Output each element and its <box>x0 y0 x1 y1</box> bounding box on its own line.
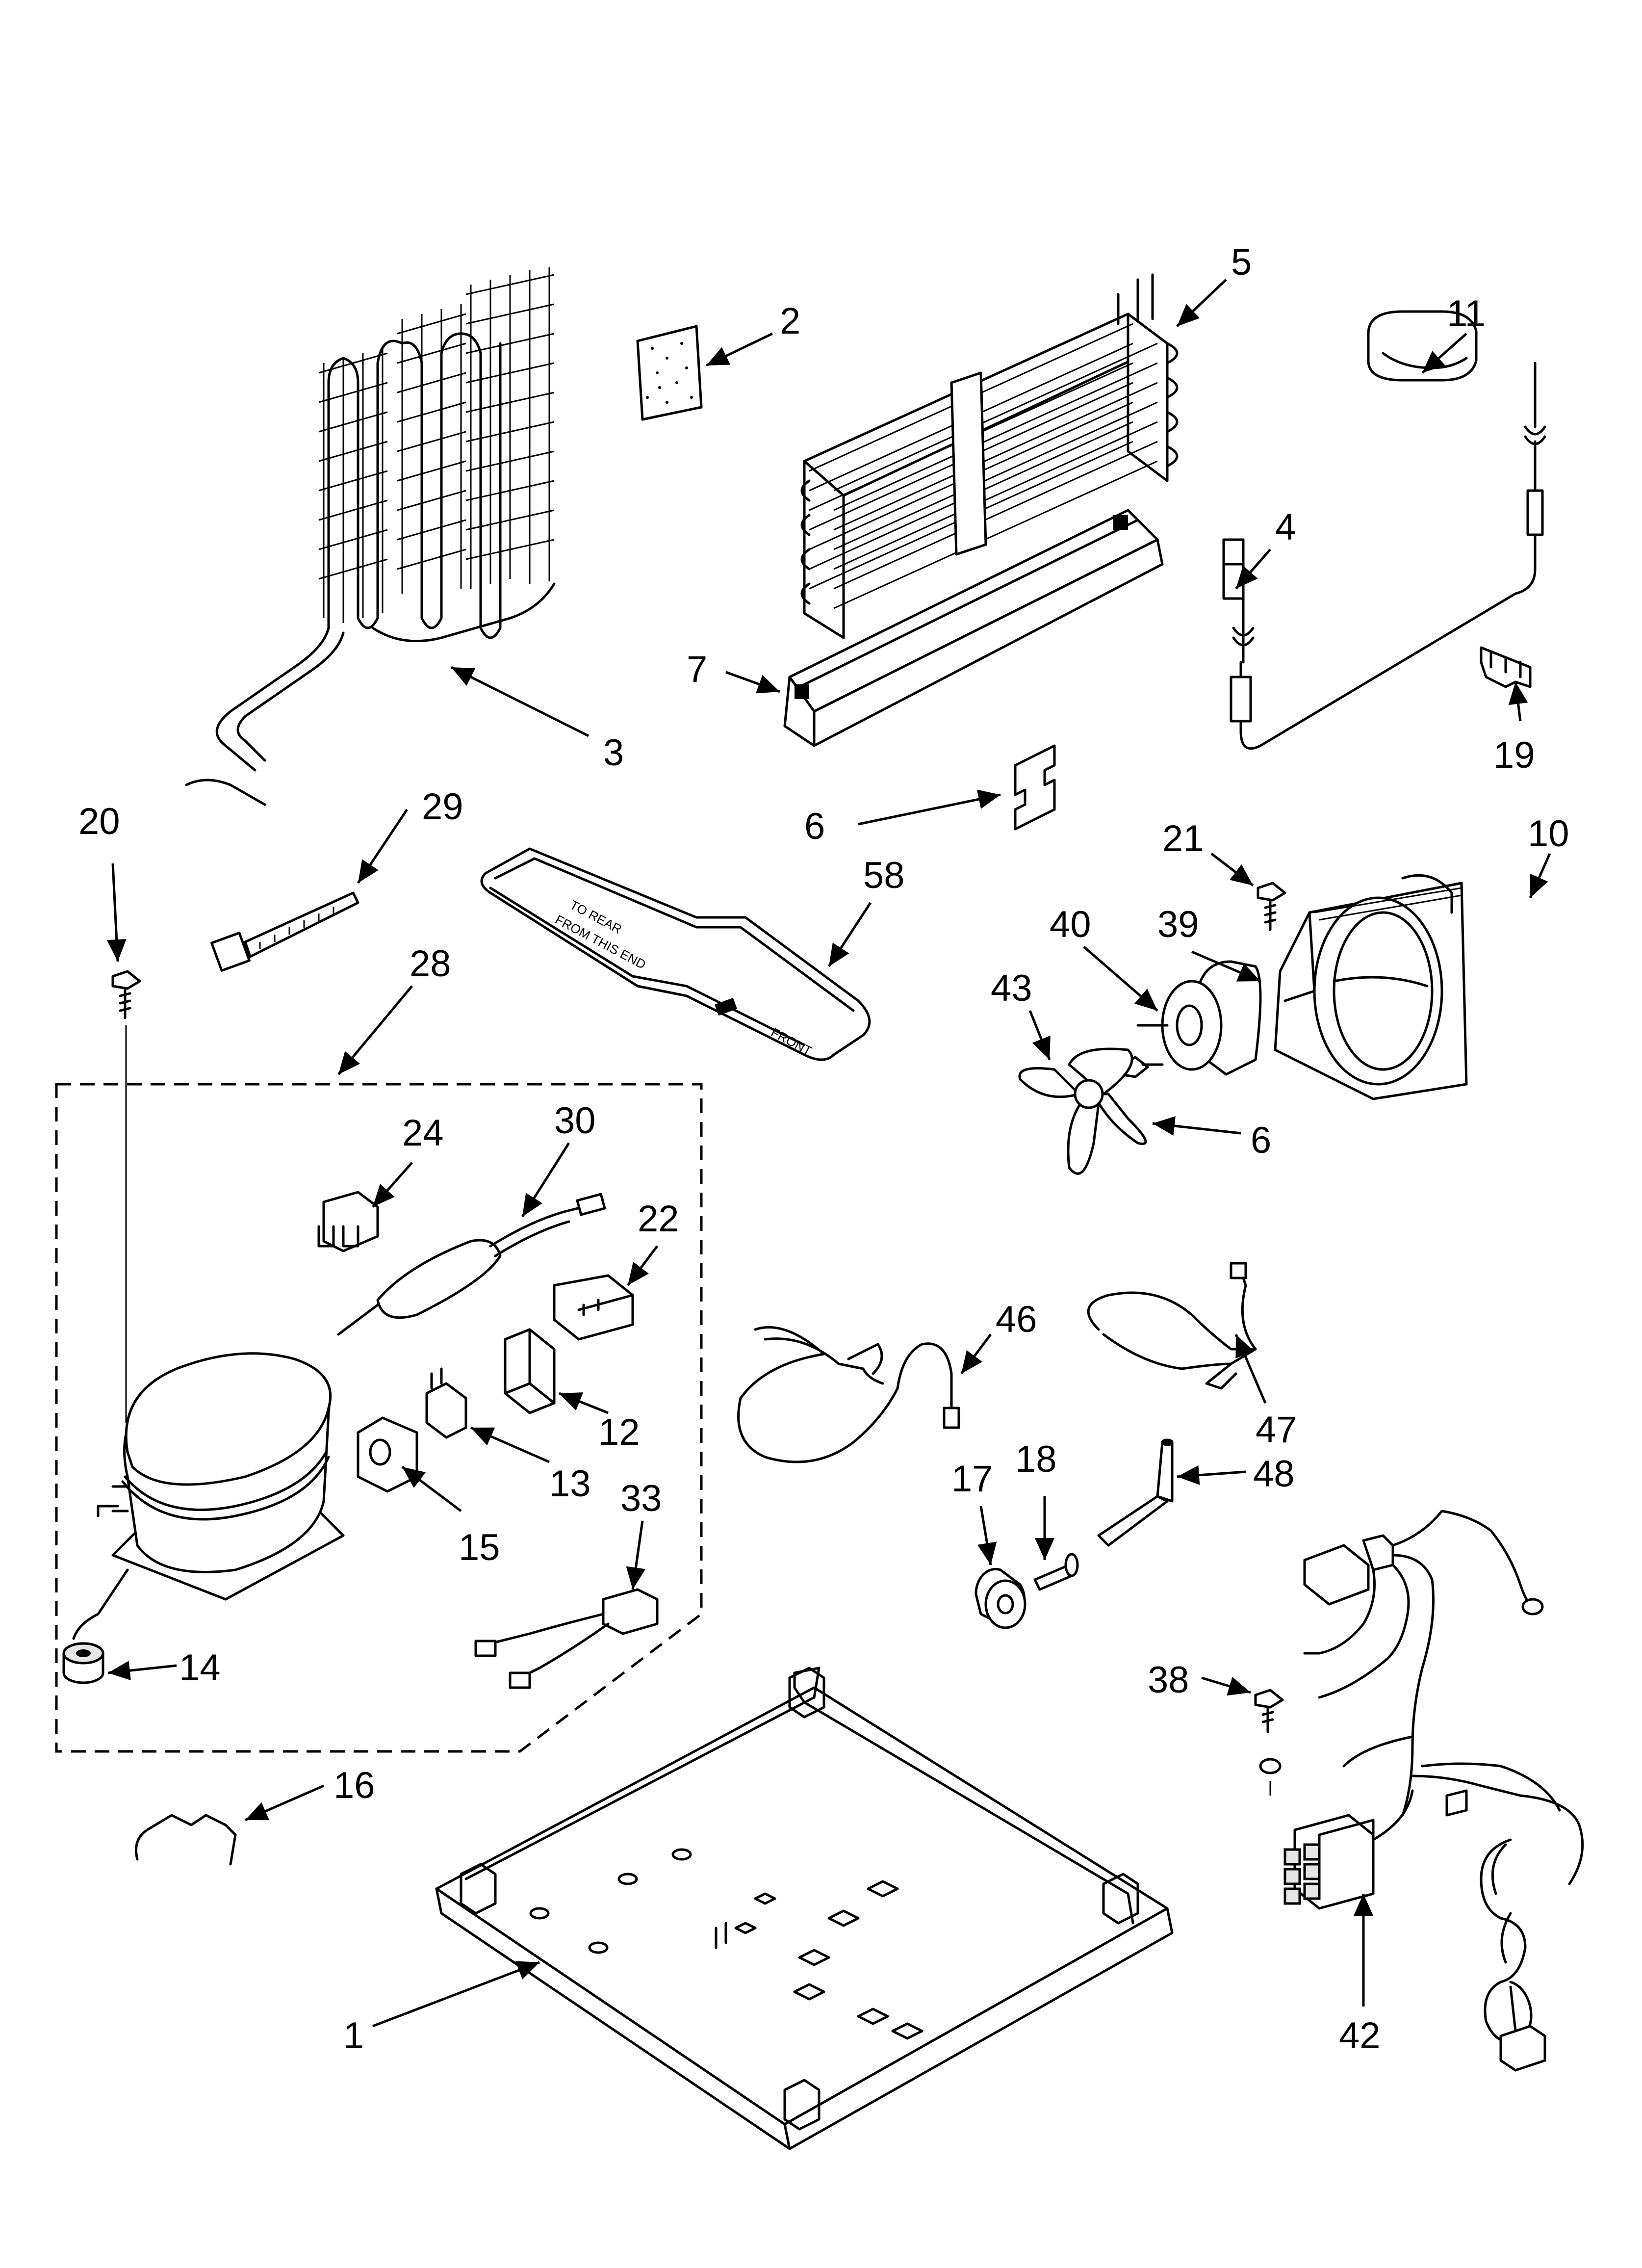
overload-protector <box>425 1367 467 1439</box>
callout-30: 29 <box>422 786 463 828</box>
callout-12: 12 <box>598 1411 640 1453</box>
roller-axle <box>1033 1553 1079 1591</box>
overload-cover <box>553 1274 634 1341</box>
insulation-pad <box>636 325 703 421</box>
callout-4: 4 <box>1275 506 1296 548</box>
callout-9: 6 <box>804 806 825 847</box>
ground-screw-38 <box>1254 1689 1284 1796</box>
insulation-block <box>1367 310 1478 382</box>
callout-11: 11 <box>1447 293 1486 335</box>
callout-10: 10 <box>1528 813 1569 855</box>
callout-33: 33 <box>620 1478 662 1519</box>
callout-22: 22 <box>638 1198 679 1240</box>
callout-20: 20 <box>78 801 120 842</box>
relay-connector <box>317 1191 379 1252</box>
condenser-coil <box>185 267 556 806</box>
screw-21 <box>1257 882 1286 931</box>
compressor-wire-harness <box>474 1588 659 1689</box>
relay-cover <box>357 1416 418 1493</box>
callout-6: 6 <box>1251 1120 1271 1161</box>
callout-58: 58 <box>863 855 905 896</box>
grommet <box>62 1642 104 1684</box>
callout-28: 28 <box>410 943 451 985</box>
callout-42: 42 <box>1339 2015 1381 2057</box>
relay <box>504 1328 556 1414</box>
start-capacitor <box>337 1193 606 1336</box>
drain-tray: FROM THIS END TO REAR FRONT <box>480 847 871 1061</box>
leader-lines <box>106 279 1551 2028</box>
main-wire-harness <box>1283 1510 1584 2072</box>
callout-19: 19 <box>1493 734 1535 776</box>
fan-shroud <box>1274 874 1468 1100</box>
evaporator <box>800 273 1179 639</box>
drain-hose <box>1087 1262 1257 1390</box>
callout-47: 47 <box>1256 1409 1297 1451</box>
roller <box>975 1567 1026 1629</box>
callout-21: 21 <box>1162 818 1204 860</box>
callout-48: 48 <box>1253 1453 1295 1495</box>
evaporator-drain-trough <box>783 509 1164 747</box>
callout-39: 39 <box>1157 904 1199 945</box>
callout-46: 46 <box>996 1299 1037 1340</box>
callout-3: 3 <box>603 732 624 774</box>
callout-40: 40 <box>1050 904 1091 945</box>
callout-16: 16 <box>334 1765 375 1806</box>
drain-elbow <box>1097 1438 1174 1547</box>
evaporator-bracket <box>1014 744 1056 831</box>
callout-38: 38 <box>1148 1659 1189 1701</box>
callout-15: 15 <box>459 1527 500 1568</box>
callout-17: 17 <box>951 1458 993 1500</box>
callout-5: 5 <box>1231 241 1252 283</box>
sensor-clip <box>1480 646 1532 688</box>
screw-20 <box>111 970 141 1423</box>
cable-tie <box>210 891 359 972</box>
callout-labels: 2 3 4 5 11 7 10 19 6 29 58 20 21 39 40 4… <box>78 241 1569 2057</box>
wire-clip <box>135 1814 237 1866</box>
base-pan <box>435 1667 1174 2150</box>
callout-29: 30 <box>554 1100 596 1142</box>
fan-motor <box>1136 960 1262 1076</box>
callout-43: 43 <box>991 967 1032 1009</box>
callout-1: 1 <box>343 2015 364 2057</box>
compressor <box>72 1352 345 1640</box>
defrost-sensor-wire <box>1222 362 1546 750</box>
callout-13: 13 <box>549 1463 591 1505</box>
callout-14: 14 <box>179 1647 221 1689</box>
callout-24: 24 <box>402 1112 444 1154</box>
drain-tube <box>737 1326 960 1463</box>
fan-blade <box>1018 1047 1147 1175</box>
callout-2: 2 <box>780 300 800 342</box>
callout-7: 7 <box>687 649 707 690</box>
callout-18: 18 <box>1015 1438 1057 1480</box>
